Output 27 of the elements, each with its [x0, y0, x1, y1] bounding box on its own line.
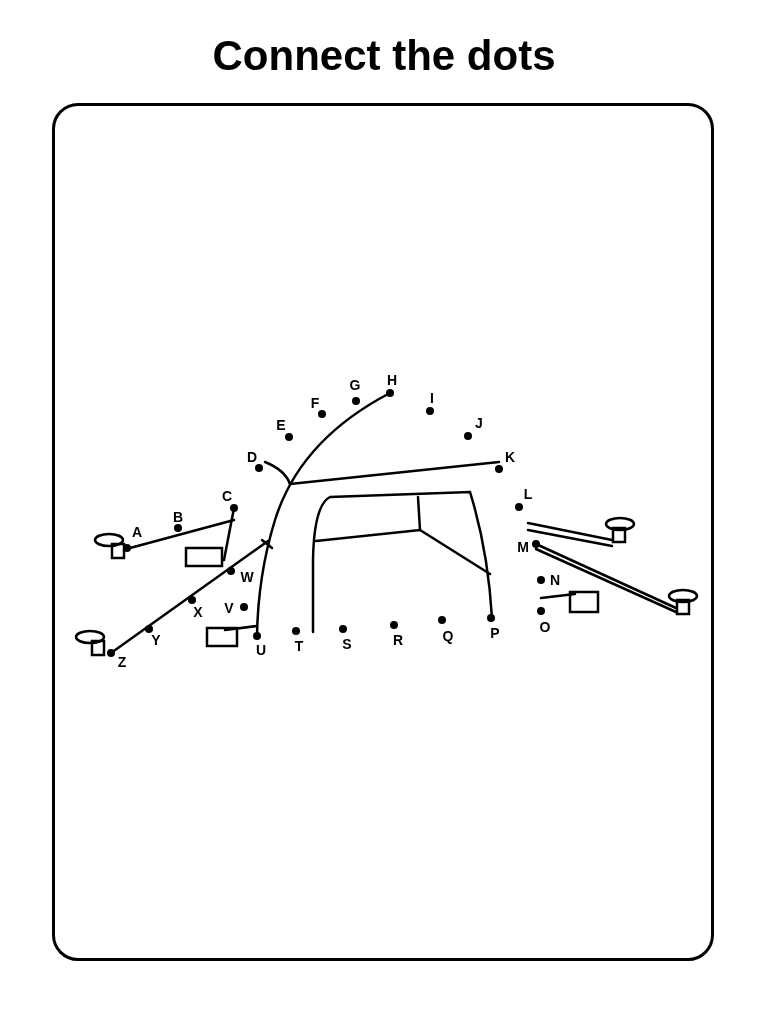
dot-letter: A: [131, 524, 143, 540]
dot-letter: I: [430, 390, 434, 406]
dot-letter: Y: [151, 632, 161, 648]
worksheet-title: Connect the dots: [211, 31, 557, 81]
dot-letter: M: [517, 539, 529, 555]
dot-letter: V: [224, 600, 234, 616]
dot-letter: F: [310, 395, 320, 411]
dot-letter: D: [246, 449, 258, 465]
dot-letter: K: [504, 449, 516, 465]
dot-letter: U: [255, 642, 267, 658]
dot-letter: B: [172, 509, 184, 525]
dot-letter: O: [539, 619, 551, 635]
dot-letter: E: [276, 417, 286, 433]
dot-letter: Z: [117, 654, 127, 670]
dot-letter: R: [392, 632, 404, 648]
dot-letter: T: [294, 638, 304, 654]
dot-letter: N: [549, 572, 561, 588]
dot-letter: W: [240, 569, 254, 585]
dot-letter: J: [475, 415, 483, 431]
dot-letter: S: [342, 636, 352, 652]
dot-letter: H: [386, 372, 398, 388]
dot-letter: G: [349, 377, 361, 393]
dot-letter: C: [221, 488, 233, 504]
dot-letter: L: [523, 486, 533, 502]
dot-letter: P: [490, 625, 500, 641]
dot-letter: X: [193, 604, 203, 620]
dot-letter: Q: [442, 628, 454, 644]
